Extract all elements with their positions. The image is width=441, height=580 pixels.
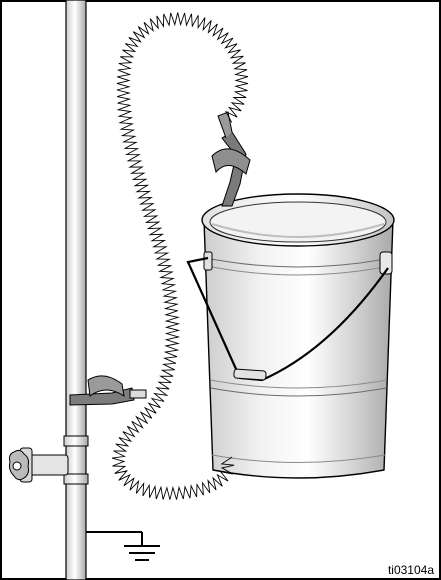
- vertical-pipe: [64, 0, 88, 580]
- valve-handwheel-icon: [10, 448, 69, 482]
- metal-pail: [188, 194, 394, 478]
- figure-id-label: ti03104a: [388, 563, 434, 577]
- ground-symbol-icon: [86, 532, 160, 560]
- grounding-clamp-icon: [212, 112, 250, 206]
